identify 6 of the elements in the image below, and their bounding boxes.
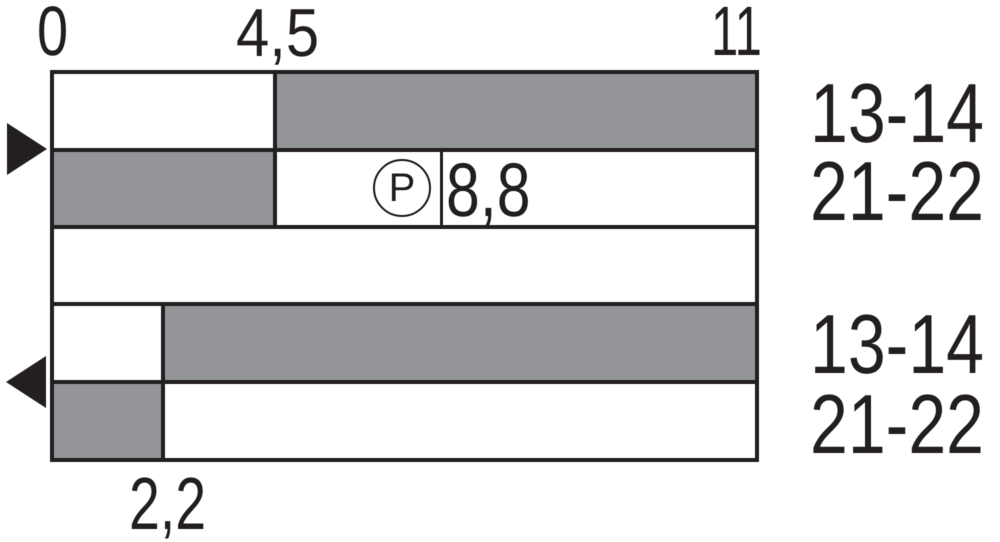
travel-value: 8,8 bbox=[446, 153, 531, 230]
travel-value: 4,5 bbox=[236, 0, 320, 68]
positive-opening-mark: P bbox=[373, 159, 431, 217]
travel-value: 2,2 bbox=[129, 467, 206, 542]
travel-value: 0 bbox=[37, 0, 68, 66]
travel-value: 11 bbox=[711, 0, 762, 66]
